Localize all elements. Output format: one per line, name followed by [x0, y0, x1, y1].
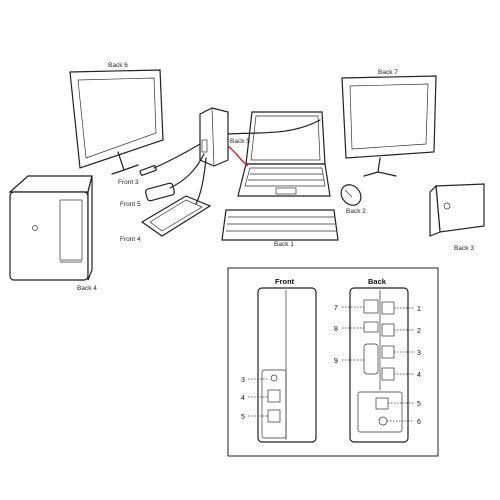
label-back1: Back 1: [274, 241, 294, 248]
front-port-num-2: 4: [241, 395, 245, 402]
label-front3: Front 3: [118, 179, 139, 186]
tower-pc-back4: [8, 175, 93, 281]
back-right-port-num-5: 5: [417, 401, 421, 408]
label-back4: Back 4: [77, 285, 97, 292]
mouse-back2: [340, 184, 362, 206]
dock-back-view: [349, 287, 409, 443]
front-port-num-1: 3: [241, 377, 245, 384]
dock-front-view: [257, 287, 317, 443]
box-device-back3: [429, 183, 485, 237]
label-back2: Back 2: [346, 208, 366, 215]
usb-stick-front3: [139, 165, 157, 176]
back-right-port-num-1: 1: [417, 306, 421, 313]
laptop: [237, 111, 331, 197]
back-right-port-num-4: 4: [417, 372, 421, 379]
keyboard-back1: [221, 209, 339, 241]
back-left-port-num-1: 7: [334, 305, 338, 312]
back-right-port-num-2: 2: [417, 328, 421, 335]
label-back7: Back 7: [378, 69, 398, 76]
phone-front5: [144, 182, 176, 202]
leader-lines: [248, 306, 414, 422]
label-back5: Back 5: [230, 138, 250, 145]
back-right-port-num-3: 3: [417, 350, 421, 357]
label-back3: Back 3: [454, 245, 474, 252]
label-back6: Back 6: [108, 62, 128, 69]
label-front4: Front 4: [120, 236, 141, 243]
panel-back-title: Back: [368, 277, 387, 286]
label-front5: Front 5: [120, 201, 141, 208]
left-monitor-back6: [69, 69, 164, 175]
back-left-port-num-2: 8: [334, 326, 338, 333]
front-port-num-3: 5: [241, 414, 245, 421]
docking-station: [199, 107, 229, 167]
back-right-port-num-6: 6: [417, 419, 421, 426]
tablet-front4: [140, 195, 212, 237]
panel-front-title: Front: [275, 277, 295, 286]
cables: [153, 119, 321, 205]
back-left-port-num-3: 9: [334, 358, 338, 365]
right-monitor-back7: [341, 75, 437, 177]
